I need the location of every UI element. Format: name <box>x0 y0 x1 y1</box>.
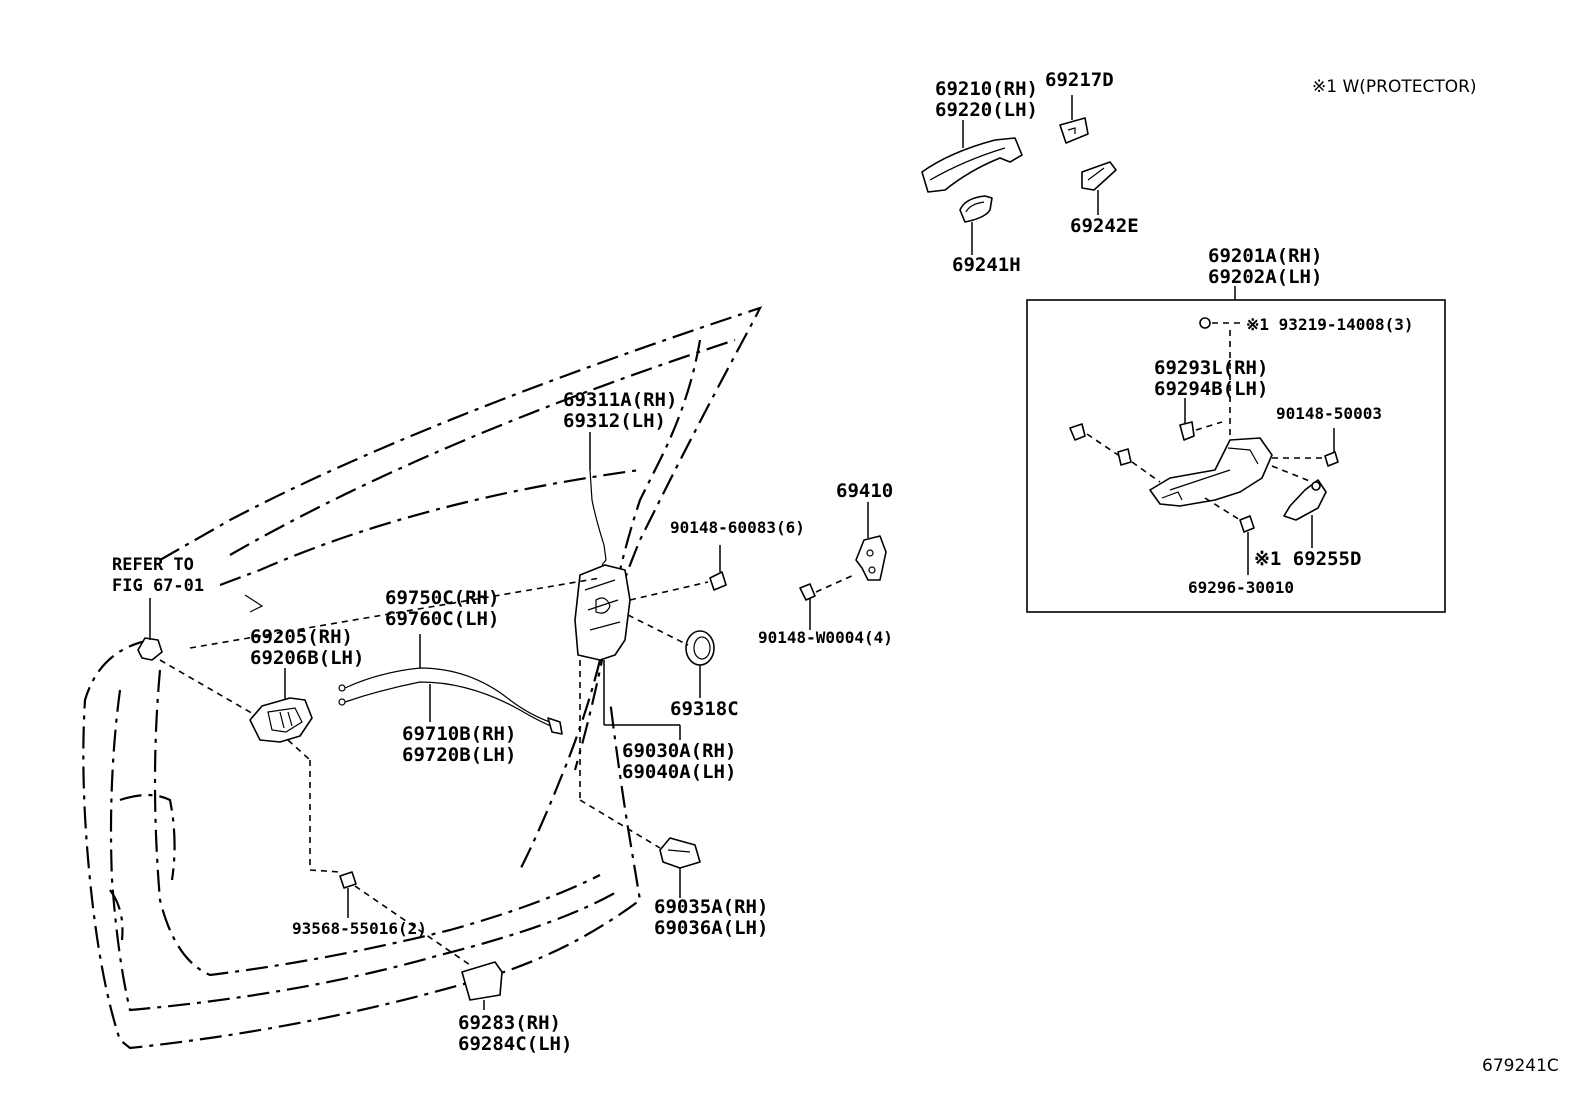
callout-69318: 69318C <box>670 698 739 720</box>
handle-pad-rear <box>1081 161 1117 215</box>
callout-90148-w0004: 90148-W0004(4) <box>758 628 893 647</box>
door-pad <box>461 961 503 1010</box>
callout-93568: 93568-55016(2) <box>292 919 427 938</box>
callout-69201: 69201A(RH)69202A(LH) <box>1208 245 1322 288</box>
inside-handle <box>159 577 601 873</box>
callout-69035: 69035A(RH)69036A(LH) <box>654 896 768 939</box>
callout-69205: 69205(RH)69206B(LH) <box>250 626 364 669</box>
callout-69283: 69283(RH)69284C(LH) <box>458 1012 572 1055</box>
lock-cover <box>659 837 701 898</box>
door-outline <box>82 306 763 1050</box>
lock-cables <box>338 634 563 735</box>
handle-screw <box>339 871 471 966</box>
callout-69242: 69242E <box>1070 215 1139 237</box>
callout-69410: 69410 <box>836 480 893 502</box>
outside-handle-frame <box>921 120 1023 193</box>
callout-93219: ※1 93219-14008(3) <box>1246 315 1414 334</box>
callout-69255: ※1 69255D <box>1254 548 1361 570</box>
callout-69710: 69710B(RH)69720B(LH) <box>402 723 516 766</box>
callout-labels: 69210(RH)69220(LH) 69217D 69241H 69242E … <box>112 69 1559 1076</box>
protector-note: ※1 W(PROTECTOR) <box>1312 77 1477 97</box>
callout-69750: 69750C(RH)69760C(LH) <box>385 587 499 630</box>
lock-seal <box>627 614 715 698</box>
callout-69311: 69311A(RH)69312(LH) <box>563 389 677 432</box>
lock-screw <box>629 545 727 601</box>
callout-69210: 69210(RH)69220(LH) <box>935 78 1038 121</box>
door-lock-assy <box>574 564 681 849</box>
callout-69217: 69217D <box>1045 69 1114 91</box>
callout-69293: 69293L(RH)69294B(LH) <box>1154 357 1268 400</box>
callout-90148-60083: 90148-60083(6) <box>670 518 805 537</box>
striker-screw <box>799 573 857 630</box>
callout-69030: 69030A(RH)69040A(LH) <box>622 740 736 783</box>
figure-code: 679241C <box>1482 1056 1559 1076</box>
callout-90148-50003: 90148-50003 <box>1276 404 1382 423</box>
door-lock-striker <box>855 502 887 581</box>
callout-69296: 69296-30010 <box>1188 578 1294 597</box>
refer-cap <box>137 598 163 661</box>
handle-pad-front <box>959 195 993 255</box>
callout-69241: 69241H <box>952 254 1021 276</box>
handle-cap <box>1059 95 1089 144</box>
handle-assy-box <box>1026 286 1446 613</box>
lock-rod <box>589 432 607 566</box>
